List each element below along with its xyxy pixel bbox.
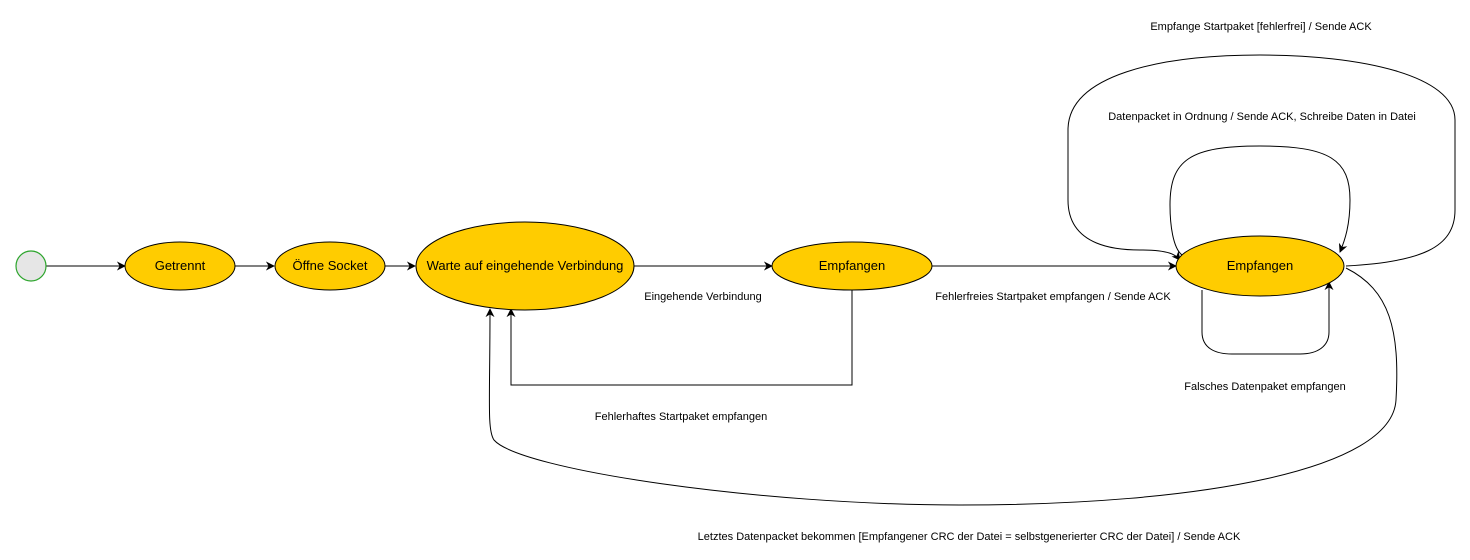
edge-empfangen-2-self-falsch	[1201, 281, 1334, 355]
state-empfangen-2: Empfangen	[1175, 235, 1345, 297]
label-datenpacket-in-ordnung: Datenpacket in Ordnung / Sende ACK, Schr…	[1108, 111, 1416, 123]
state-getrennt-shape	[124, 241, 236, 291]
state-warte-shape	[415, 221, 635, 311]
state-oeffne-socket-shape	[274, 241, 386, 291]
start-node	[15, 250, 47, 282]
edge-empfangen-2-self-datenpacket	[1169, 145, 1351, 256]
label-letztes-datenpacket: Letztes Datenpacket bekommen [Empfangene…	[698, 531, 1241, 543]
state-empfangen-1: Empfangen	[771, 241, 933, 291]
label-falsches-datenpaket: Falsches Datenpaket empfangen	[1184, 381, 1345, 393]
state-empfangen-2-shape	[1175, 235, 1345, 297]
label-fehlerhaftes-startpaket: Fehlerhaftes Startpaket empfangen	[595, 411, 767, 423]
edge-empfangen-2-to-warte-final	[485, 267, 1398, 506]
state-oeffne-socket-label: Öffne Socket	[293, 258, 368, 273]
label-eingehende-verbindung: Eingehende Verbindung	[644, 291, 761, 303]
state-warte: Warte auf eingehende Verbindung	[415, 221, 635, 311]
state-warte-label: Warte auf eingehende Verbindung	[427, 258, 624, 273]
state-getrennt: Getrennt	[124, 241, 236, 291]
state-empfangen-1-shape	[771, 241, 933, 291]
edge-empfangen-1-to-warte-error	[506, 290, 853, 386]
edges	[46, 54, 1456, 506]
state-getrennt-label: Getrennt	[155, 258, 206, 273]
edge-empfangen-2-self-startpaket	[1067, 54, 1456, 267]
state-empfangen-1-label: Empfangen	[819, 258, 886, 273]
label-fehlerfreies-startpaket: Fehlerfreies Startpaket empfangen / Send…	[935, 291, 1171, 303]
label-empfange-startpaket: Empfange Startpaket [fehlerfrei] / Sende…	[1150, 21, 1372, 33]
state-oeffne-socket: Öffne Socket	[274, 241, 386, 291]
state-empfangen-2-label: Empfangen	[1227, 258, 1294, 273]
